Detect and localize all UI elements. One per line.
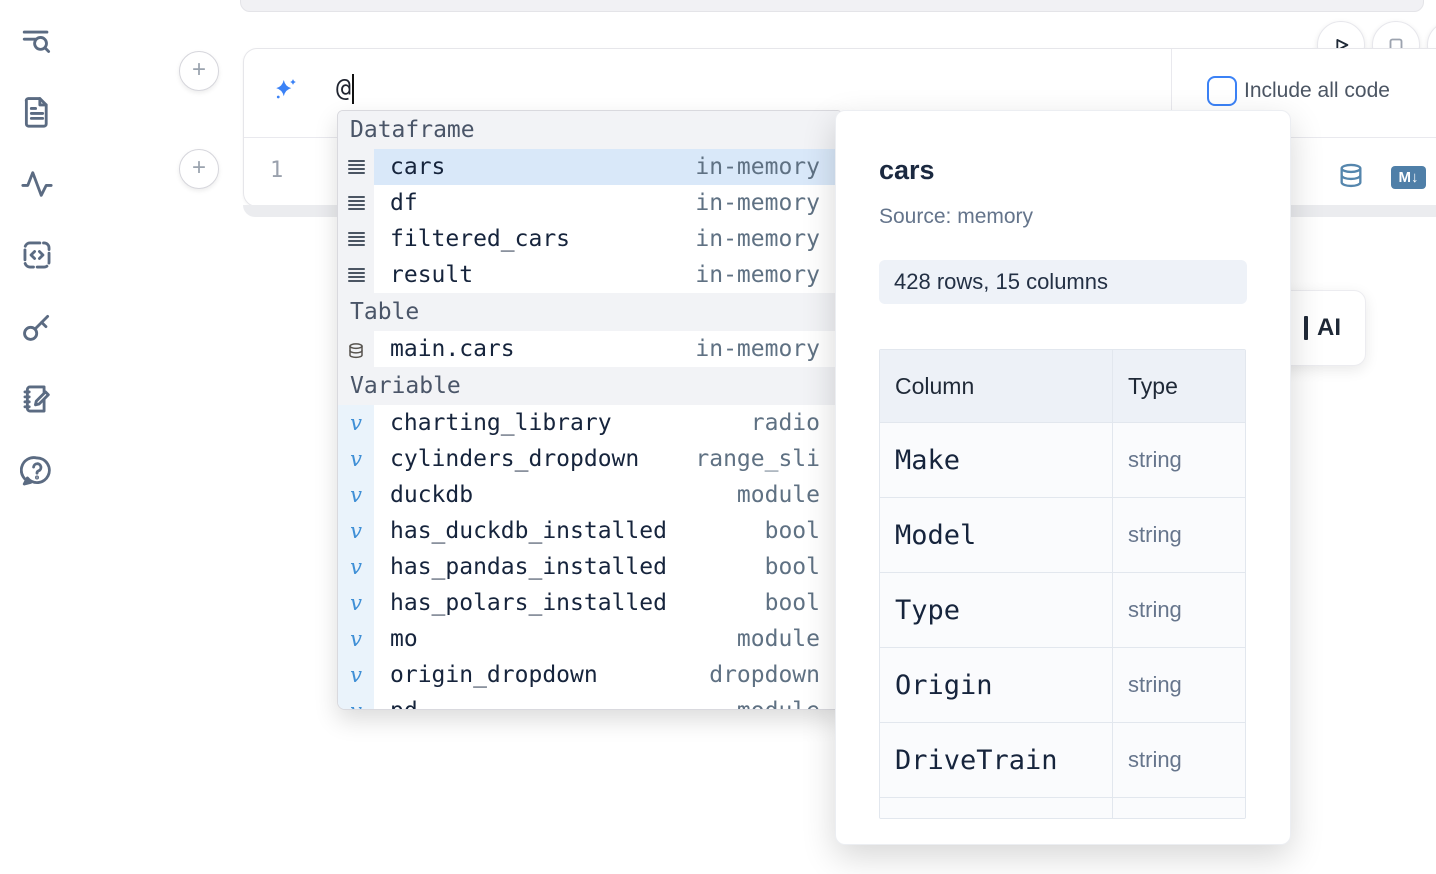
key-icon[interactable] xyxy=(20,310,54,344)
section-header-dataframe: Dataframe xyxy=(338,111,842,149)
preview-title: cars xyxy=(879,155,935,185)
dataframe-icon xyxy=(347,196,365,210)
help-chat-icon[interactable] xyxy=(20,454,54,488)
code-snippet-icon[interactable] xyxy=(20,238,54,272)
section-header-table: Table xyxy=(338,293,842,331)
dataframe-icon xyxy=(347,160,365,174)
ai-prompt-value: @ xyxy=(336,73,355,104)
activity-icon[interactable] xyxy=(20,167,54,201)
include-all-code-checkbox[interactable] xyxy=(1207,76,1237,106)
table-row: Origin string xyxy=(880,648,1245,723)
text-cursor xyxy=(352,74,355,104)
variable-icon: v xyxy=(350,410,362,435)
line-number: 1 xyxy=(270,158,284,183)
table-row: Make string xyxy=(880,423,1245,498)
schema-table: Column Type Make string Model string Typ… xyxy=(879,349,1246,819)
database-icon[interactable] xyxy=(1337,162,1365,190)
ai-prompt-input[interactable]: @ Include all code xyxy=(244,49,1436,138)
table-row: Model string xyxy=(880,498,1245,573)
scratchpad-icon[interactable] xyxy=(20,382,54,416)
preview-source: Source: memory xyxy=(879,205,1034,228)
table-row: DriveTrain string xyxy=(880,723,1245,798)
search-list-icon[interactable] xyxy=(20,25,54,59)
table-header-row: Column Type xyxy=(880,350,1245,423)
section-header-variable: Variable xyxy=(338,367,842,405)
variable-icon: v xyxy=(350,446,362,471)
add-cell-above-button[interactable]: + xyxy=(179,51,219,91)
dataframe-icon xyxy=(347,232,365,246)
list-item[interactable]: v pdmodule xyxy=(338,693,842,709)
divider xyxy=(1171,49,1172,137)
dataframe-preview-panel: cars Source: memory 428 rows, 15 columns… xyxy=(835,110,1291,845)
table-row xyxy=(880,798,1245,818)
dataframe-icon xyxy=(347,268,365,282)
ai-button-label: AI xyxy=(1317,314,1341,341)
markdown-icon[interactable]: M↓ xyxy=(1391,166,1426,189)
shape-badge: 428 rows, 15 columns xyxy=(879,260,1247,304)
variable-icon: v xyxy=(350,554,362,579)
code-editor[interactable]: 1 M↓ xyxy=(244,138,1436,206)
variable-icon: v xyxy=(350,518,362,543)
variable-icon: v xyxy=(350,662,362,687)
database-icon xyxy=(347,340,365,359)
variable-icon: v xyxy=(350,626,362,651)
variable-icon: v xyxy=(350,700,362,709)
document-icon[interactable] xyxy=(20,95,54,129)
include-all-code-label: Include all code xyxy=(1244,79,1390,102)
previous-cell-edge xyxy=(240,0,1424,12)
ai-sparkle-icon xyxy=(270,75,300,105)
play-icon xyxy=(1336,39,1349,51)
add-cell-below-button[interactable]: + xyxy=(179,149,219,189)
variable-icon: v xyxy=(350,482,362,507)
variable-icon: v xyxy=(350,590,362,615)
table-row: Type string xyxy=(880,573,1245,648)
clipped-letter xyxy=(1304,316,1308,340)
